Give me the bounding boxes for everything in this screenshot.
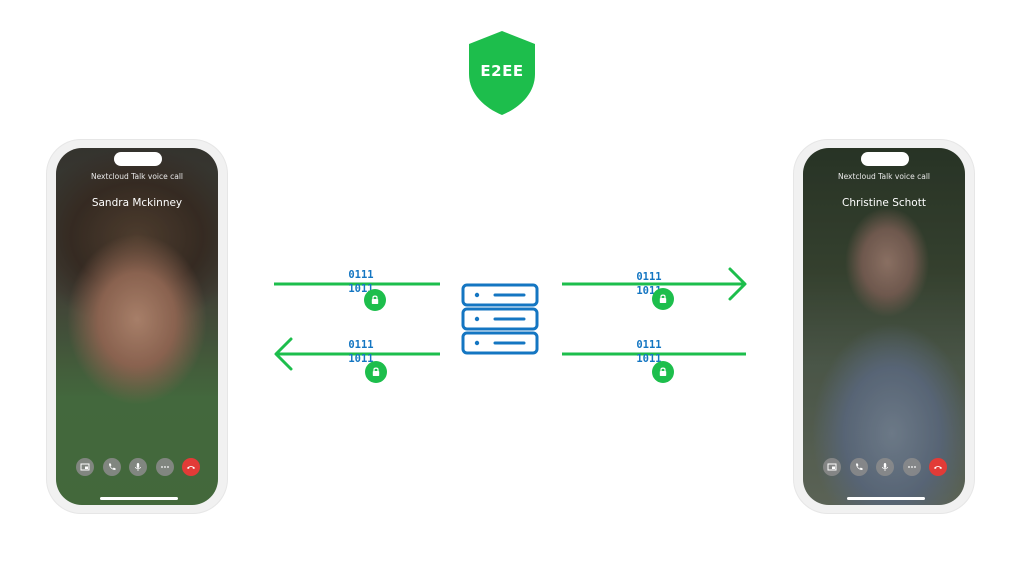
binary-packet: 0111 1011: [629, 338, 669, 368]
binary-line: 0111: [636, 339, 662, 351]
server: [460, 283, 540, 355]
phone-button[interactable]: [849, 458, 868, 476]
more-icon: [160, 466, 169, 468]
lock-badge: [365, 361, 387, 383]
shield-icon: [469, 31, 535, 115]
microphone-icon: [882, 463, 888, 471]
caller-name: Christine Schott: [842, 197, 926, 209]
call-subtitle: Nextcloud Talk voice call: [837, 172, 931, 181]
caller-name: Sandra Mckinney: [91, 197, 183, 209]
phone-icon: [855, 463, 862, 471]
phone-notch: [861, 152, 909, 166]
picture-in-picture-icon: [80, 463, 90, 471]
home-indicator: [100, 497, 178, 500]
microphone-button[interactable]: [129, 458, 147, 476]
hang-up-button[interactable]: [182, 458, 200, 476]
lock-badge: [364, 289, 386, 311]
picture-in-picture-button[interactable]: [76, 458, 94, 476]
more-button[interactable]: [902, 458, 921, 476]
phone-notch: [114, 152, 162, 166]
phone-left: Nextcloud Talk voice call Sandra Mckinne…: [47, 140, 227, 513]
lock-icon: [371, 295, 379, 304]
picture-in-picture-icon: [827, 463, 837, 471]
picture-in-picture-button[interactable]: [823, 458, 841, 476]
phone-icon: [108, 463, 115, 471]
arrowhead-right: [728, 267, 747, 301]
more-button[interactable]: [155, 458, 174, 476]
lock-icon: [659, 367, 667, 376]
call-subtitle: Nextcloud Talk voice call: [90, 172, 184, 181]
hang-up-icon: [187, 466, 195, 469]
binary-line: 0111: [348, 339, 374, 351]
hang-up-button[interactable]: [929, 458, 947, 476]
binary-line: 0111: [348, 269, 374, 281]
call-screen-left: Nextcloud Talk voice call Sandra Mckinne…: [56, 148, 218, 505]
microphone-icon: [135, 463, 141, 471]
call-screen-right: Nextcloud Talk voice call Christine Scho…: [803, 148, 965, 505]
server-icon: [461, 283, 539, 355]
binary-packet: 0111 1011: [341, 338, 381, 368]
call-controls: [823, 458, 947, 478]
call-controls: [76, 458, 200, 478]
e2ee-shield-badge: E2EE: [467, 30, 537, 116]
lock-icon: [659, 294, 667, 303]
phone-button[interactable]: [102, 458, 121, 476]
home-indicator: [847, 497, 925, 500]
e2ee-label: E2EE: [480, 62, 524, 80]
more-icon: [907, 466, 916, 468]
lock-icon: [372, 367, 380, 376]
hang-up-icon: [934, 466, 942, 469]
lock-badge: [652, 288, 674, 310]
binary-line: 0111: [636, 271, 662, 283]
binary-line: 1011: [636, 353, 662, 365]
lock-badge: [652, 361, 674, 383]
microphone-button[interactable]: [876, 458, 894, 476]
binary-line: 1011: [348, 353, 374, 365]
arrowhead-left: [274, 337, 293, 371]
phone-right: Nextcloud Talk voice call Christine Scho…: [794, 140, 974, 513]
